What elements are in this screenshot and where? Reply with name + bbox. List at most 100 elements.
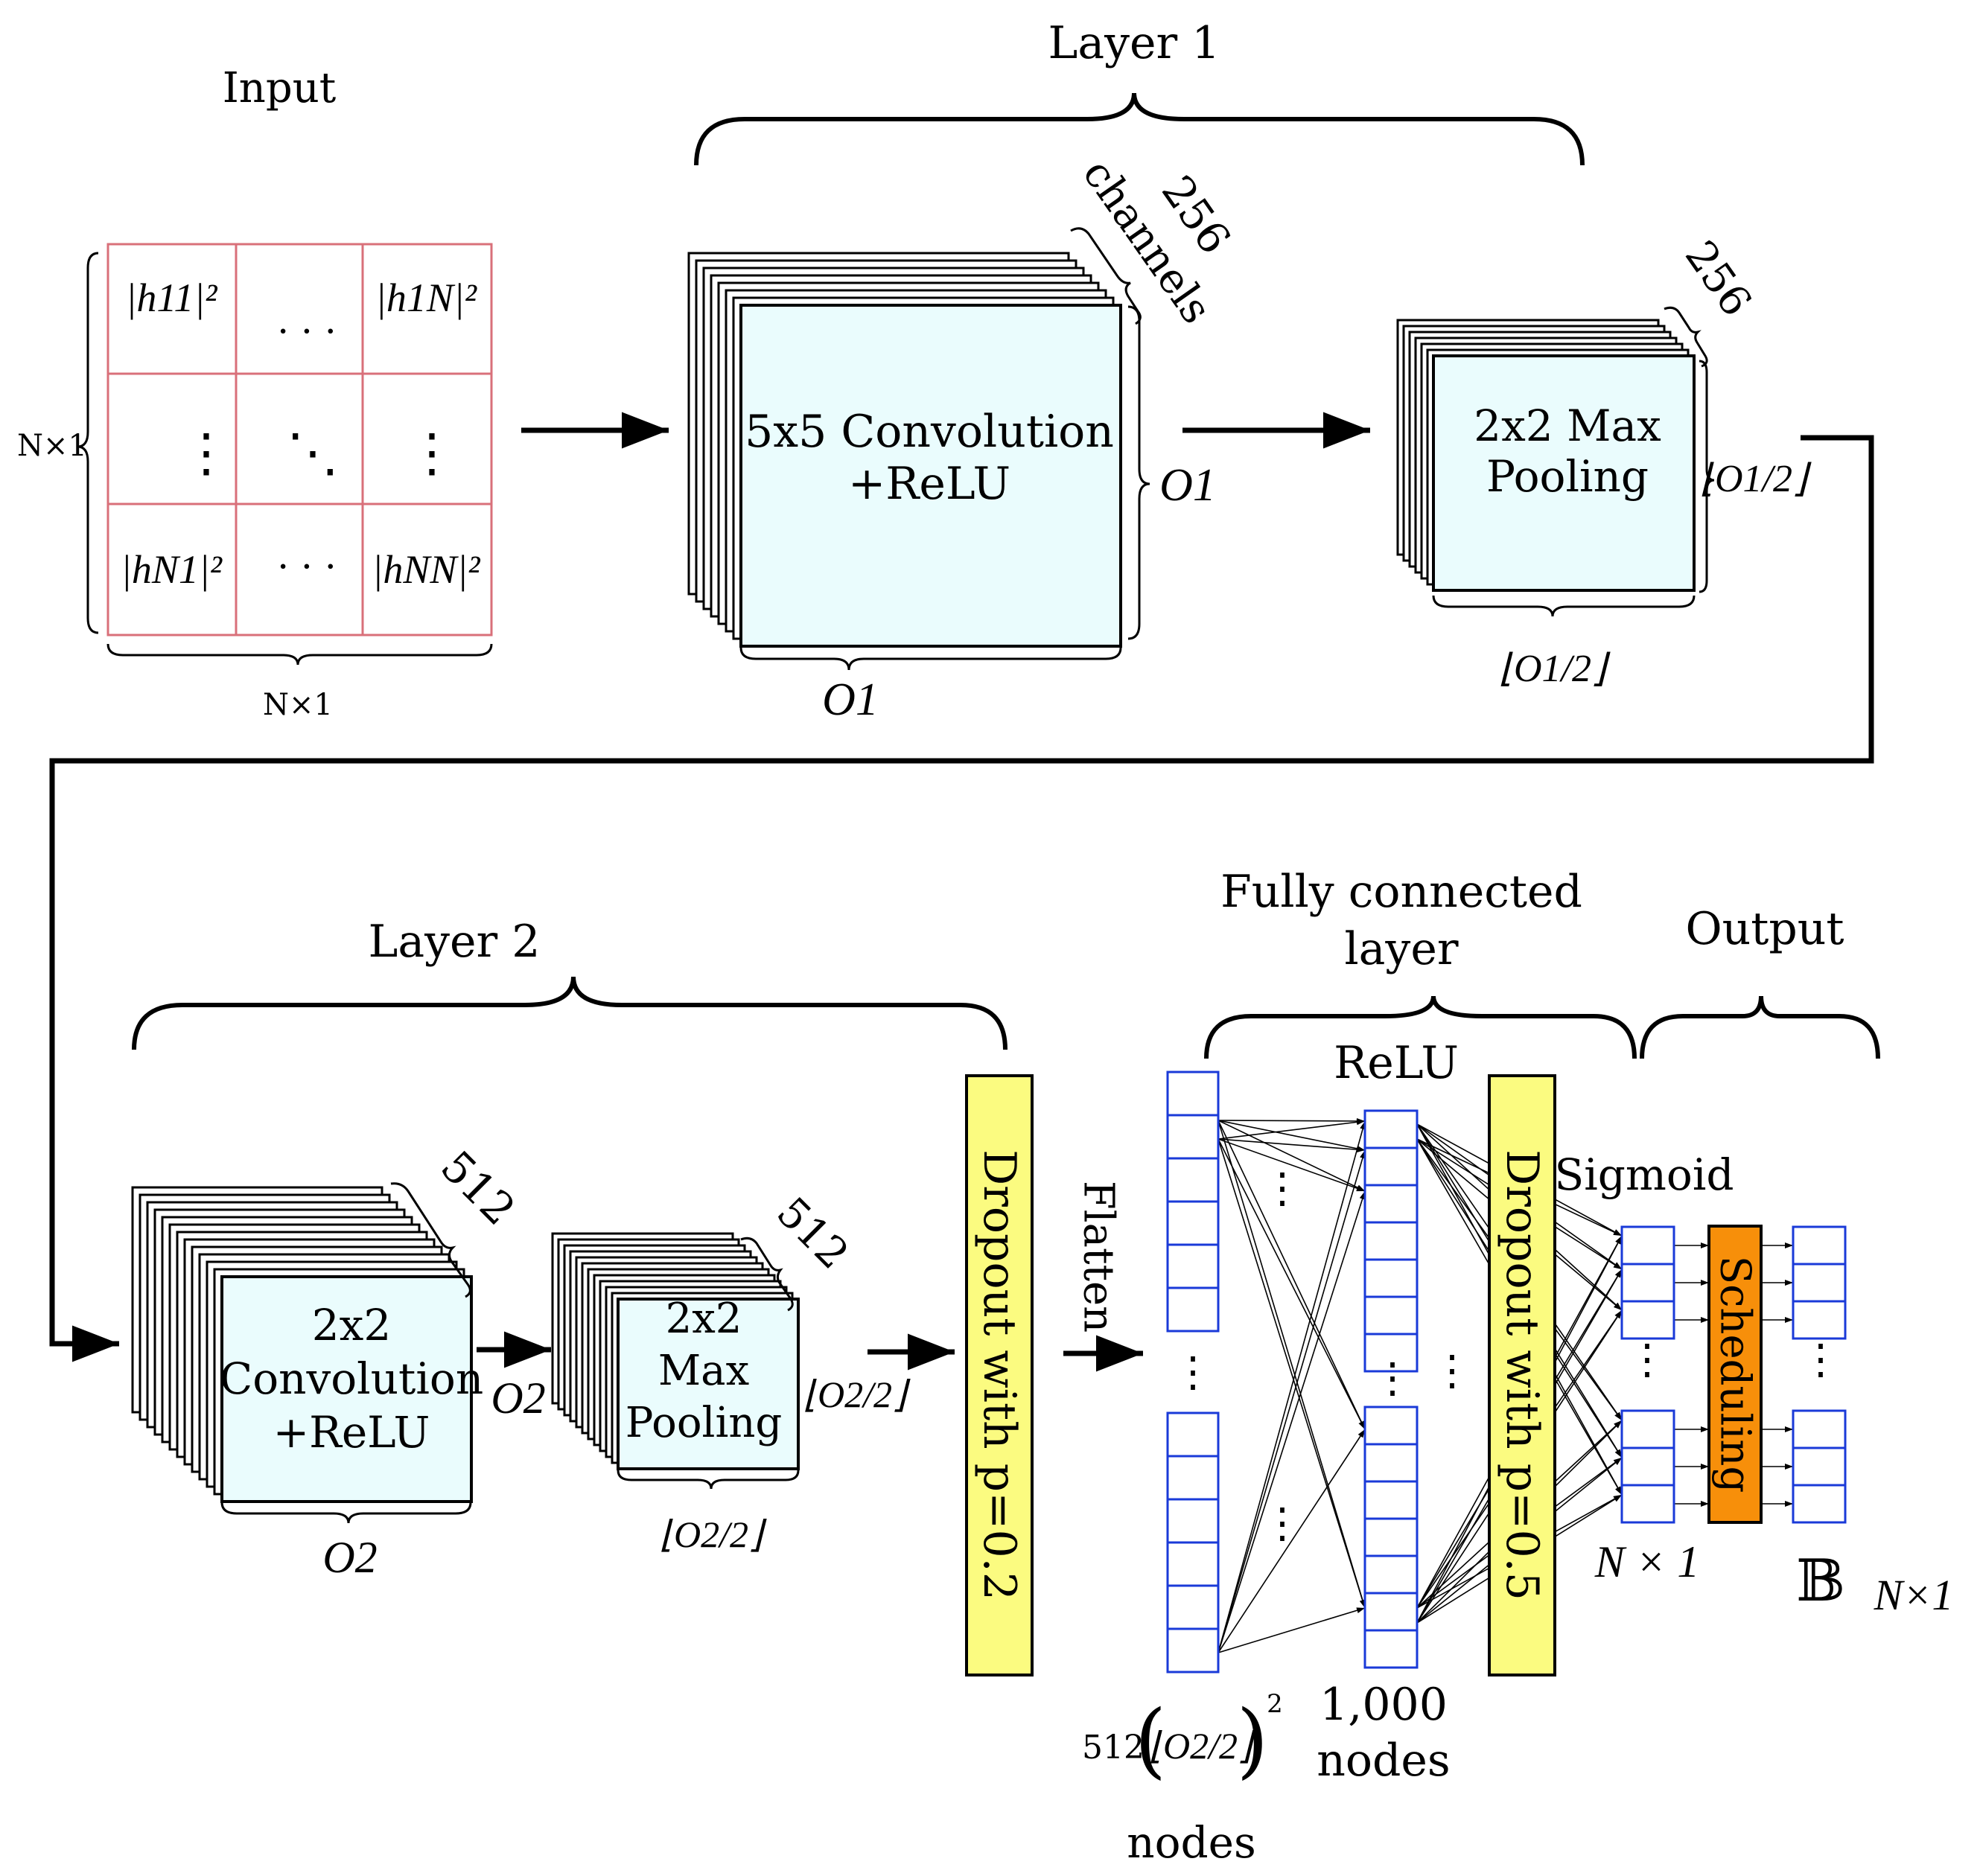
hidden-col-bottom-node [1363, 1480, 1419, 1520]
feature-map-front [739, 304, 1122, 648]
fc-edge [1217, 1120, 1366, 1653]
output-brace [1640, 995, 1880, 1059]
dropout2-label: Dropout with p=0.5 [1496, 1149, 1548, 1601]
hidden-col-bottom-node [1363, 1517, 1419, 1557]
fc-edge [1217, 1120, 1366, 1609]
flatten-label: Flatten [1075, 1181, 1123, 1333]
input-dim-bottom: N×1 [263, 688, 333, 722]
layer2-brace [132, 976, 1007, 1050]
pool1-label-line2: Pooling [1486, 451, 1649, 502]
fc-edge-vdots-3: ⋮ [1431, 1347, 1473, 1395]
input-grid-lines [106, 243, 493, 636]
pool1-bottom-brace [1432, 595, 1696, 617]
input-grid-border [106, 243, 493, 636]
hidden-col-bottom-node [1363, 1443, 1419, 1483]
flatten-col-vdots: ⋮ [1172, 1348, 1214, 1397]
hidden-col-bottom-node [1363, 1406, 1419, 1446]
fc-edge [1217, 1119, 1366, 1140]
conv2-dim-right: O2 [491, 1374, 545, 1423]
layer1-title: Layer 1 [1048, 17, 1220, 69]
hidden-col-top-node [1363, 1146, 1419, 1187]
pool2-dim-bottom: ⌊O2/2⌋ [659, 1513, 767, 1555]
conv1-label-line1: 5x5 Convolution [745, 406, 1114, 458]
scheduling-box [1707, 1225, 1763, 1524]
conv1-channels-brace [1070, 227, 1142, 325]
hidden-col-bottom-node [1363, 1629, 1419, 1669]
binary-col-top-node [1792, 1263, 1847, 1303]
fc-edge [1217, 1149, 1366, 1653]
conv2-channels-num: 512 [431, 1141, 525, 1235]
cell-hdots-bottom: · · · [277, 545, 336, 588]
cell-ddots: ⋱ [287, 422, 339, 483]
conv2-stack [131, 1186, 473, 1503]
flatten-col-top-node [1166, 1071, 1220, 1117]
input-dim-left: N×1 [17, 429, 87, 463]
conv1-dim-right: O1 [1159, 460, 1216, 511]
flatten-col-bottom-node [1166, 1498, 1220, 1544]
pool1-channels-brace [1664, 306, 1708, 368]
hidden-col-vdots: ⋮ [1372, 1354, 1413, 1403]
flatten-nodes-lparen: ( [1135, 1692, 1167, 1787]
pool2-channels-num: 512 [767, 1188, 858, 1279]
cell-hnn: |hNN|² [372, 547, 481, 592]
input-title: Input [223, 64, 337, 112]
feature-map-front [220, 1275, 473, 1503]
conv2-label-line2: Convolution [220, 1353, 483, 1404]
sigmoid-label: Sigmoid [1554, 1149, 1734, 1200]
binary-col-bottom-node [1792, 1446, 1847, 1487]
scheduling-label: Scheduling [1711, 1256, 1760, 1493]
sigmoid-col-vdots: ⋮ [1626, 1336, 1668, 1384]
hidden-col-top-node [1363, 1333, 1419, 1373]
feature-map-front [617, 1298, 800, 1470]
binary-col-bottom-node [1792, 1409, 1847, 1449]
cell-h11: |h11|² [126, 275, 218, 320]
pool1-label-line1: 2x2 Max [1474, 401, 1661, 451]
hidden-col-top-node [1363, 1258, 1419, 1298]
cell-vdots-left: ⋮ [180, 422, 232, 483]
cell-hdots-top: · · · [277, 310, 336, 353]
hidden-nodes-word: nodes [1317, 1735, 1450, 1787]
pool2-label-line1: 2x2 [666, 1295, 742, 1343]
pool2-dim-right: ⌊O2/2⌋ [803, 1374, 911, 1415]
flatten-nodes-rparen: ) [1237, 1692, 1269, 1787]
cell-hn1: |hN1|² [121, 547, 223, 592]
conv2-label-line3: +ReLU [273, 1407, 430, 1458]
flatten-col-top-node [1166, 1200, 1220, 1246]
fc-edge [1217, 1120, 1366, 1430]
hidden-col-top-node [1363, 1221, 1419, 1261]
fc-title-line2: layer [1344, 923, 1458, 975]
flatten-col-bottom-node [1166, 1584, 1220, 1630]
binary-col-bottom-node [1792, 1484, 1847, 1524]
pool2-label-line2: Max [658, 1347, 749, 1395]
fc-edge [1217, 1138, 1366, 1153]
sigmoid-col-bottom-node [1620, 1409, 1675, 1449]
fc-edge [1217, 1429, 1366, 1653]
fc-edge [1217, 1607, 1366, 1653]
flatten-col-bottom-node [1166, 1541, 1220, 1587]
fc-edge [1217, 1120, 1366, 1192]
dropout1-label: Dropout with p=0.2 [973, 1149, 1025, 1601]
fc-node-columns [1166, 1071, 1847, 1674]
sigmoid-col-bottom-node [1620, 1446, 1675, 1487]
fc-edge [1217, 1117, 1366, 1124]
hidden-col-bottom-node [1363, 1592, 1419, 1632]
hidden-col-bottom-node [1363, 1554, 1419, 1595]
fc-edge-vdots-1: ⋮ [1261, 1164, 1303, 1213]
dropout1-box [965, 1074, 1034, 1676]
conv1-stack [687, 252, 1122, 648]
pool2-label-line3: Pooling [625, 1399, 783, 1447]
pool1-dim-bottom: ⌊O1/2⌋ [1499, 648, 1611, 690]
conv2-bottom-brace [220, 1502, 472, 1524]
flatten-col-bottom-node [1166, 1627, 1220, 1674]
sigmoid-dim: N × 1 [1594, 1537, 1700, 1586]
fc-title-line1: Fully connected [1220, 866, 1582, 918]
hidden-col-top-node [1363, 1295, 1419, 1336]
pool2-channels-brace [740, 1237, 794, 1312]
binary-col-top-node [1792, 1225, 1847, 1266]
conv2-channels-brace [390, 1182, 471, 1298]
flatten-col-bottom-node [1166, 1411, 1220, 1458]
connector-layer1-to-layer2 [49, 435, 1874, 1362]
flatten-col-top-node [1166, 1286, 1220, 1333]
sigmoid-col-top-node [1620, 1300, 1675, 1340]
